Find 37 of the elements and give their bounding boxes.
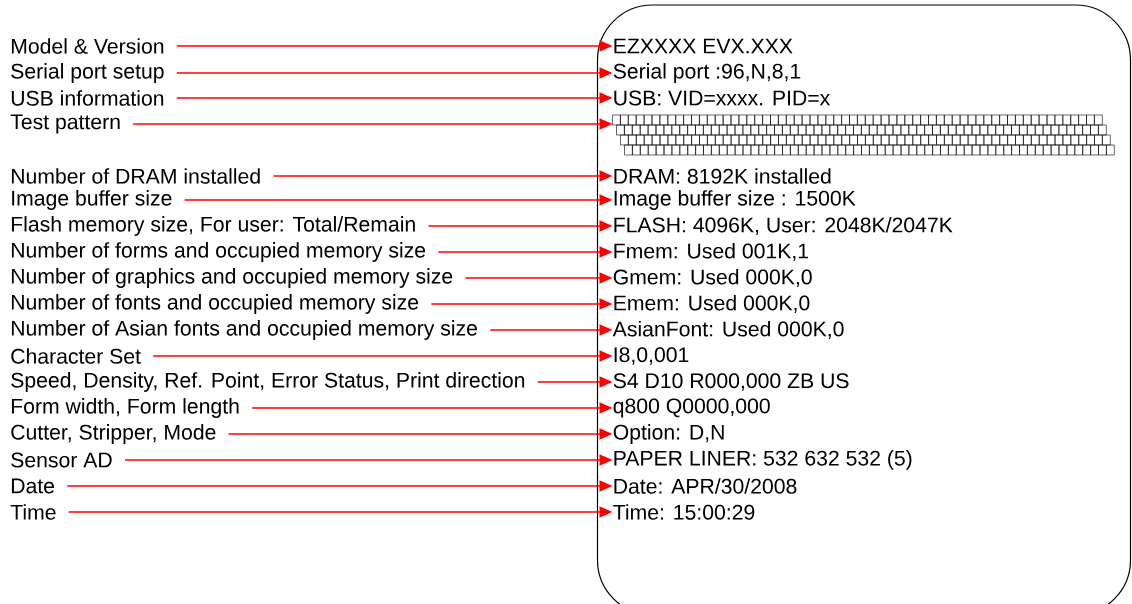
label-text: Sensor AD bbox=[11, 452, 112, 468]
label-text: Speed, Density, Ref. Point, Error Status, Print direction bbox=[11, 372, 525, 392]
readout-text: Emem: Used 000K,0 bbox=[614, 294, 810, 314]
readout-text: Image buffer size : 1500K bbox=[614, 190, 856, 210]
readout-text: AsianFont: Used 000K,0 bbox=[612, 320, 844, 340]
readout-text: PAPER LINER: 532 632 532 (5) bbox=[614, 450, 912, 470]
label-text: Number of Asian fonts and occupied memory size bbox=[11, 320, 477, 340]
readout-text: Gmem: Used 000K,0 bbox=[613, 268, 812, 288]
label-text: Number of fonts and occupied memory size bbox=[11, 294, 419, 314]
label-text: Flash memory size, For user: Total/Remain bbox=[11, 216, 415, 236]
readout-text: q800 Q0000,000 bbox=[613, 398, 770, 418]
label-text: Number of DRAM installed bbox=[11, 168, 260, 184]
label-text: Date bbox=[11, 478, 55, 494]
label-text: Model & Version bbox=[11, 38, 164, 54]
label-text: Form width, Form length bbox=[11, 398, 239, 418]
label-text: Time bbox=[10, 504, 56, 520]
test-pattern-drawing bbox=[612, 114, 1115, 156]
label-text: Image buffer size bbox=[12, 190, 172, 210]
readout-text: S4 D10 R000,000 ZB US bbox=[613, 373, 849, 391]
label-text: USB information bbox=[11, 90, 164, 106]
readout-text: EZXXXX EVX.XXX bbox=[614, 38, 793, 54]
label-text: Number of forms and occupied memory size bbox=[11, 242, 426, 262]
readout-text: Fmem: Used 001K,1 bbox=[614, 242, 809, 262]
readout-text: Serial port :96,N,8,1 bbox=[613, 63, 801, 83]
label-text: Serial port setup bbox=[11, 63, 164, 83]
label-text: Character Set bbox=[11, 348, 141, 364]
label-text: Test pattern bbox=[10, 114, 120, 134]
readout-text: Time: 15:00:29 bbox=[613, 504, 755, 520]
readout-text: DRAM: 8192K installed bbox=[614, 168, 831, 184]
label-text: Number of graphics and occupied memory size bbox=[11, 268, 453, 288]
readout-text: USB: VID=xxxx. PID=x bbox=[614, 90, 830, 106]
readout-text: FLASH: 4096K, User: 2048K/2047K bbox=[614, 216, 953, 236]
readout-text: Option: D,N bbox=[613, 424, 724, 444]
label-text: Cutter, Stripper, Mode bbox=[11, 424, 216, 444]
printout-card bbox=[596, 4, 1132, 604]
readout-text: Date: APR/30/2008 bbox=[614, 478, 797, 494]
readout-text: I8,0,001 bbox=[614, 347, 689, 365]
